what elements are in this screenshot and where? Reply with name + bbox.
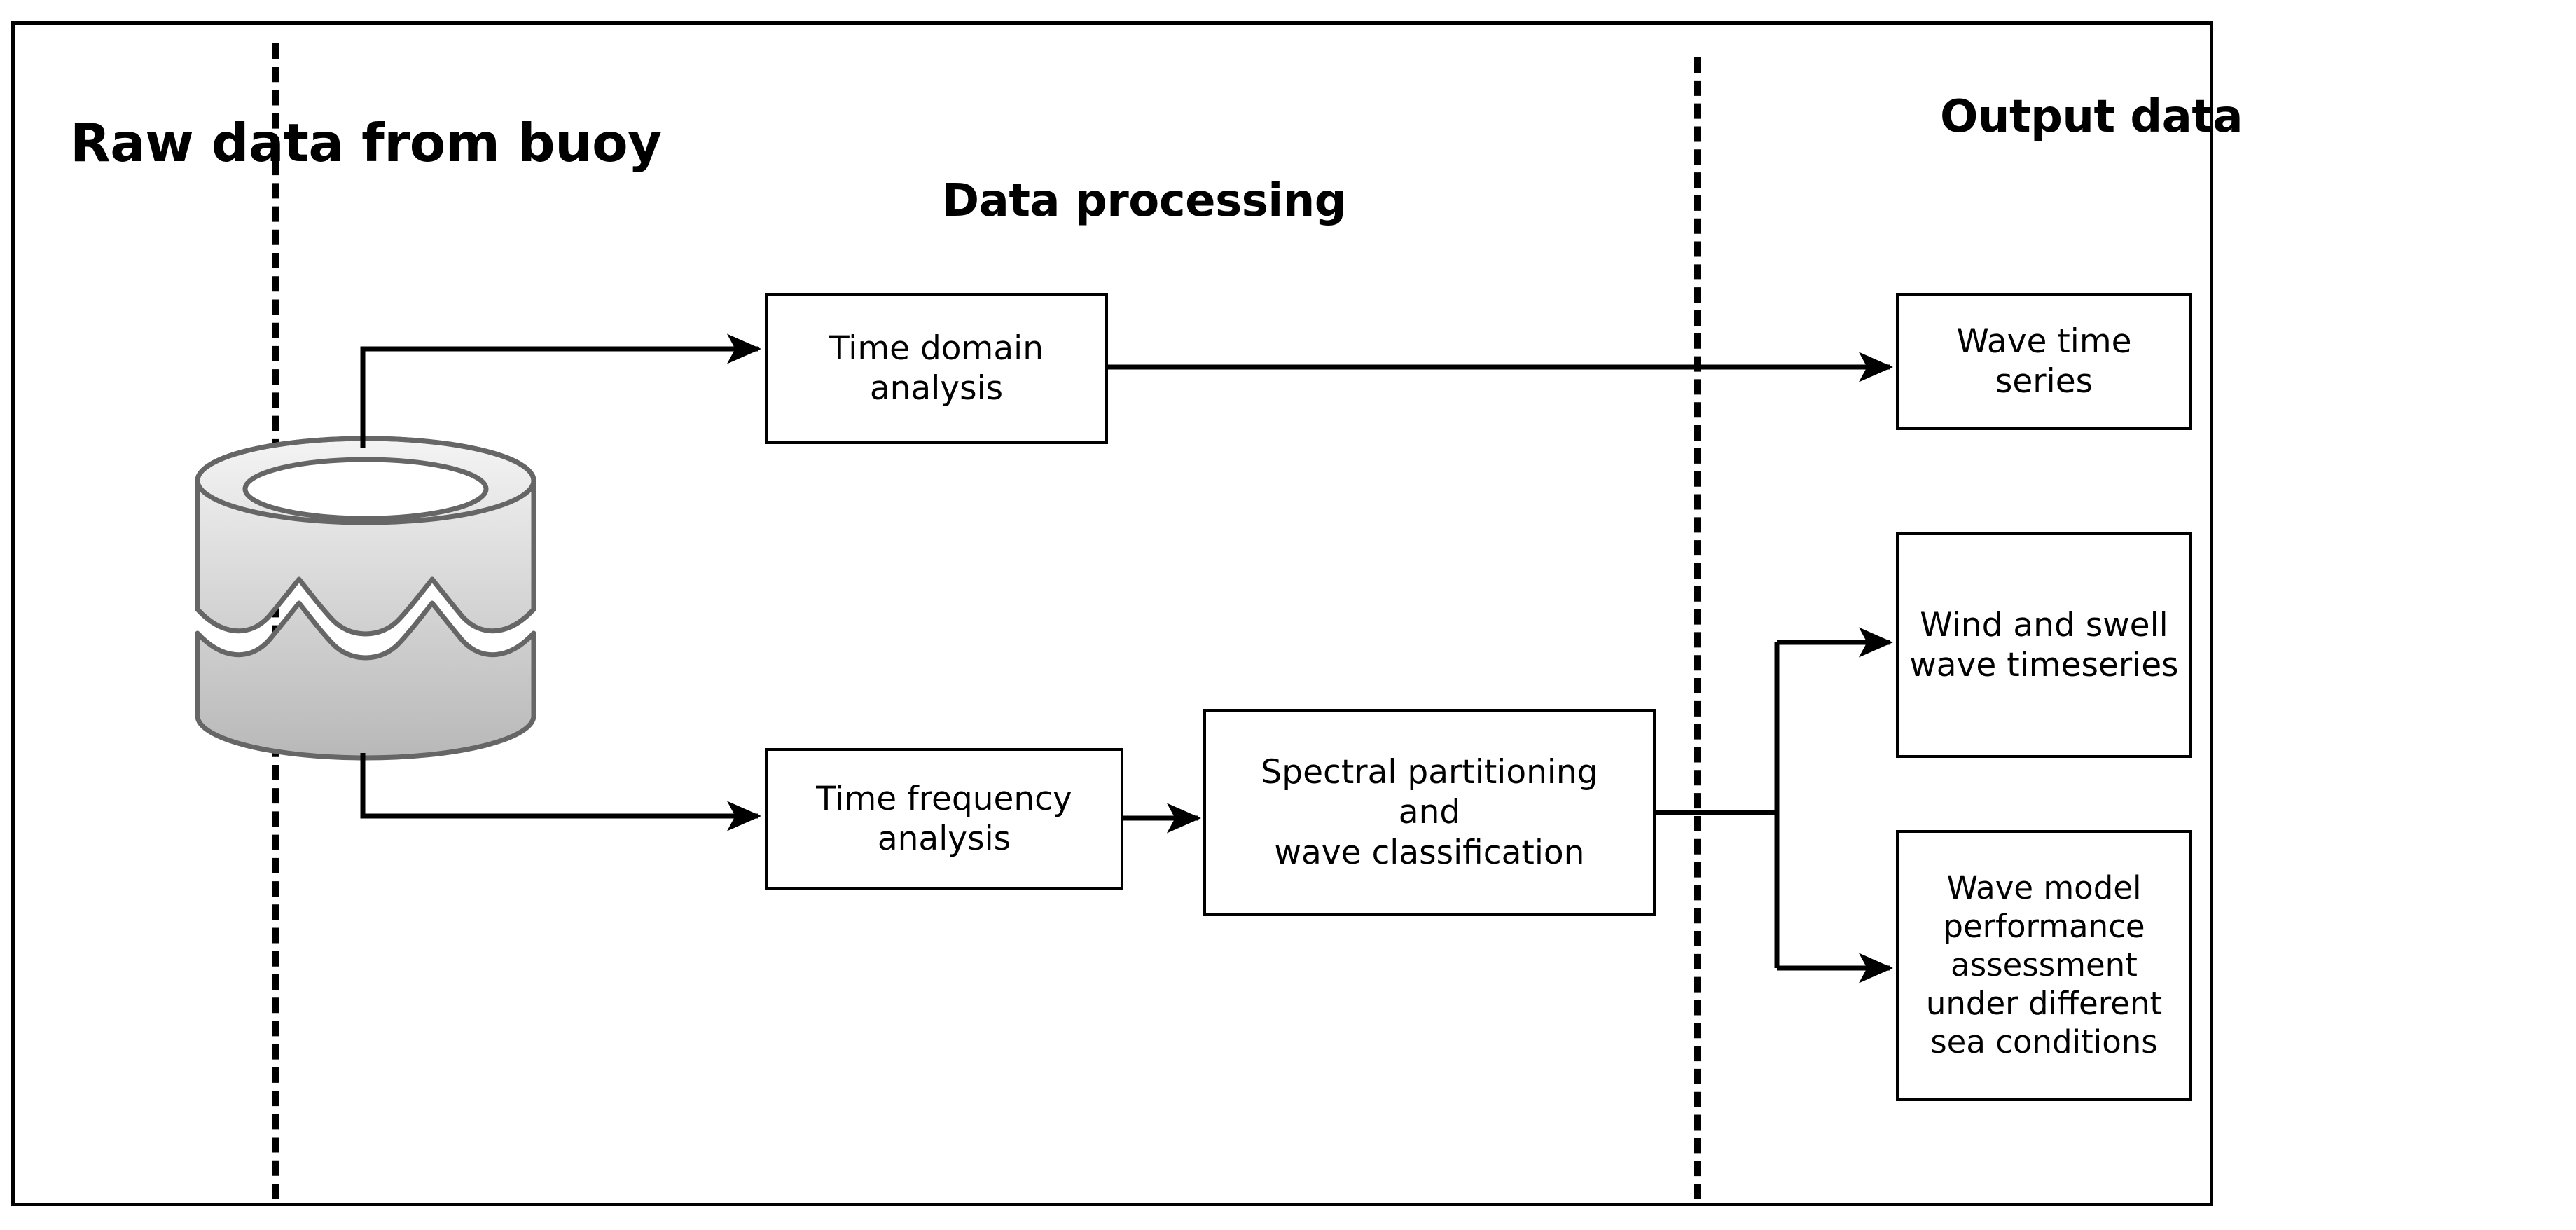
section-heading-output-data: Output data	[1940, 91, 2243, 143]
section-heading-raw-data: Raw data from buoy	[70, 112, 662, 174]
output-node-wave-model-performance-assessment[interactable]: Wave model performance assessment under …	[1896, 830, 2192, 1101]
output-node-wave-time-series[interactable]: Wave time series	[1896, 293, 2192, 430]
database-cylinder-icon	[195, 436, 536, 761]
process-node-time-frequency-analysis[interactable]: Time frequency analysis	[765, 748, 1123, 890]
process-node-spectral-partitioning[interactable]: Spectral partitioning and wave classific…	[1203, 709, 1656, 916]
process-node-time-domain-analysis[interactable]: Time domain analysis	[765, 293, 1108, 444]
output-node-wind-and-swell-wave-timeseries[interactable]: Wind and swell wave timeseries	[1896, 532, 2192, 758]
section-divider-processing-output	[1694, 57, 1701, 1199]
buoy-raw-data-store[interactable]	[191, 433, 541, 769]
section-divider-raw-processing	[272, 43, 279, 1199]
section-heading-data-processing: Data processing	[942, 175, 1347, 227]
